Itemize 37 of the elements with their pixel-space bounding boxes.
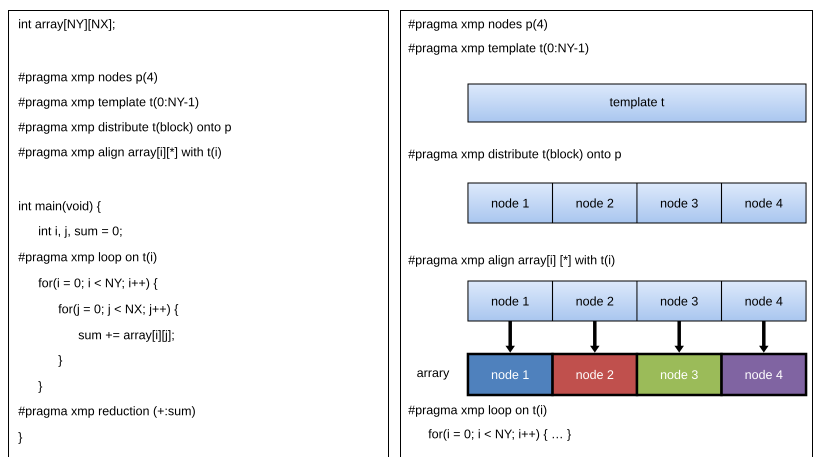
code-line: sum += array[i][j]; [78, 330, 174, 342]
code-line: #pragma xmp distribute t(block) onto p [408, 149, 621, 161]
code-line: } [18, 432, 22, 444]
node-box: node 4 [721, 182, 807, 224]
array-block: node 2 [551, 352, 638, 396]
node-box: node 3 [636, 182, 722, 224]
node-box: node 1 [467, 280, 553, 322]
row-label: arrary [417, 370, 450, 380]
code-line: #pragma xmp nodes p(4) [408, 19, 548, 31]
code-line: for(i = 0; i < NY; i++) { [38, 278, 158, 290]
code-line: int main(void) { [19, 201, 101, 213]
code-line: #pragma xmp nodes p(4) [18, 72, 158, 84]
node-box: node 3 [636, 280, 722, 322]
array-block: node 3 [636, 352, 723, 396]
code-line: #pragma xmp distribute t(block) onto p [18, 122, 231, 134]
diagram-panel [400, 10, 813, 457]
code-line: int array[NY][NX]; [19, 19, 114, 31]
code-line: } [38, 381, 42, 393]
code-line: for(i = 0; i < NY; i++) { … } [428, 429, 571, 441]
node-box: node 2 [552, 182, 638, 224]
code-line: for(j = 0; j < NX; j++) { [58, 304, 178, 316]
code-line: #pragma xmp template t(0:NY-1) [18, 97, 198, 109]
code-line: #pragma xmp align array[i] [*] with t(i) [408, 255, 614, 267]
code-line: #pragma xmp loop on t(i) [408, 405, 546, 417]
node-box: node 1 [467, 182, 553, 224]
code-panel [8, 10, 389, 457]
code-line: #pragma xmp reduction (+:sum) [18, 406, 195, 418]
array-block: node 4 [720, 352, 808, 396]
template-box: template t [468, 84, 806, 122]
code-line: int i, j, sum = 0; [39, 226, 122, 238]
code-line: #pragma xmp template t(0:NY-1) [408, 43, 588, 55]
node-box: node 2 [552, 280, 638, 322]
code-line: #pragma xmp loop on t(i) [18, 252, 156, 264]
node-box: node 4 [721, 280, 807, 322]
code-line: } [58, 355, 62, 367]
array-block: node 1 [466, 352, 554, 396]
code-line: #pragma xmp align array[i][*] with t(i) [18, 147, 221, 159]
